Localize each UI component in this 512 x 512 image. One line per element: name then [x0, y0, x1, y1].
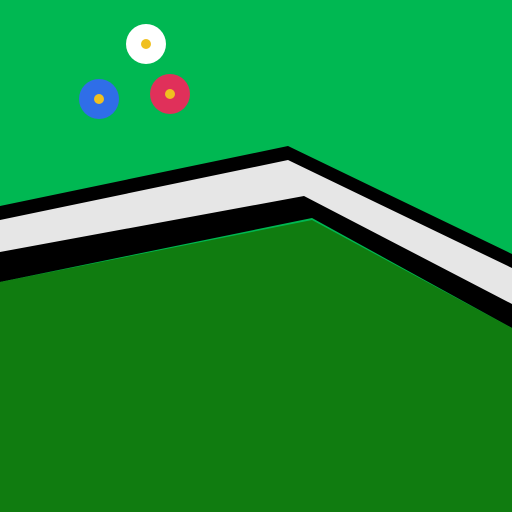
flower-center	[141, 39, 151, 49]
road-surface	[0, 160, 512, 304]
flower-center	[165, 89, 175, 99]
flower-center	[94, 94, 104, 104]
dark-grass-ground	[0, 220, 512, 512]
red-flower-marker[interactable]	[150, 74, 190, 114]
blue-flower-marker[interactable]	[79, 79, 119, 119]
white-flower-marker[interactable]	[126, 24, 166, 64]
road-edge	[0, 146, 512, 328]
